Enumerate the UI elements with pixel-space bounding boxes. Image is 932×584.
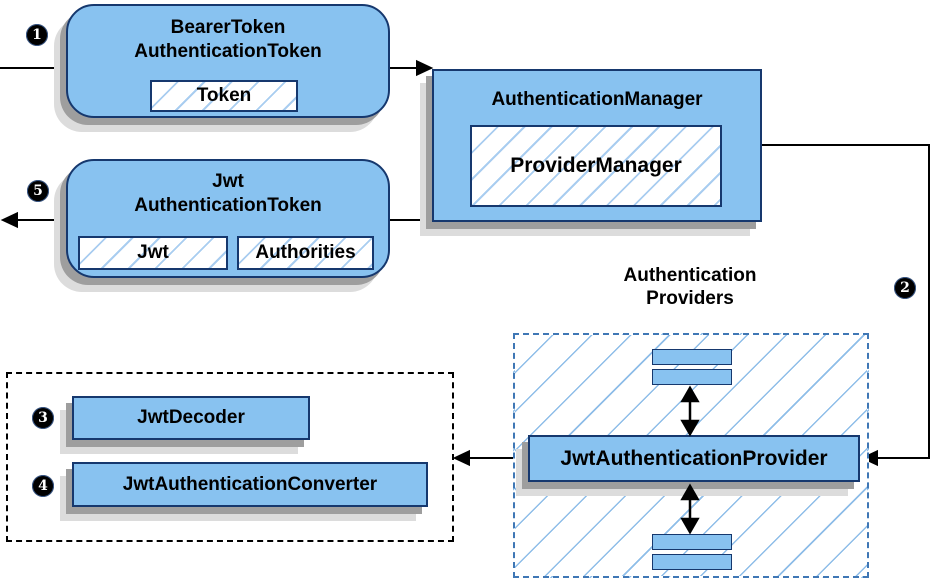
authentication-providers-label-line1: Authentication: [623, 265, 757, 286]
arrowhead-into-authentication-manager: [416, 59, 434, 77]
jwt-authentication-converter-node: JwtAuthenticationConverter: [72, 462, 428, 507]
arrowhead-into-helpers-group: [452, 449, 470, 467]
authentication-providers-label: Authentication Providers: [565, 264, 815, 310]
step-1-badge: 1: [26, 24, 48, 46]
authentication-providers-label-line2: Providers: [646, 288, 734, 309]
jwt-authentication-provider-node: JwtAuthenticationProvider: [528, 435, 860, 482]
jwt-decoder-node: JwtDecoder: [72, 396, 310, 440]
jwt-field: Jwt: [78, 236, 228, 270]
jwt-token-title-line1: Jwt: [212, 171, 244, 192]
provider-manager-field: ProviderManager: [470, 125, 722, 207]
step-3-badge: 3: [32, 407, 54, 429]
other-provider-slot: [652, 554, 732, 570]
step-4-badge: 4: [32, 475, 54, 497]
arrowhead-outgoing-left: [0, 211, 18, 229]
other-provider-slot: [652, 349, 732, 365]
token-field: Token: [150, 80, 298, 112]
other-provider-slot: [652, 369, 732, 385]
authentication-manager-title: AuthenticationManager: [491, 89, 703, 110]
bearer-token-title-line1: BearerToken: [170, 17, 286, 38]
authorities-field: Authorities: [237, 236, 374, 270]
other-provider-slot: [652, 534, 732, 550]
jwt-token-title-line2: AuthenticationToken: [134, 195, 322, 216]
bearer-token-title-line2: AuthenticationToken: [134, 41, 322, 62]
step-5-badge: 5: [27, 180, 49, 202]
step-2-badge: 2: [894, 277, 916, 299]
